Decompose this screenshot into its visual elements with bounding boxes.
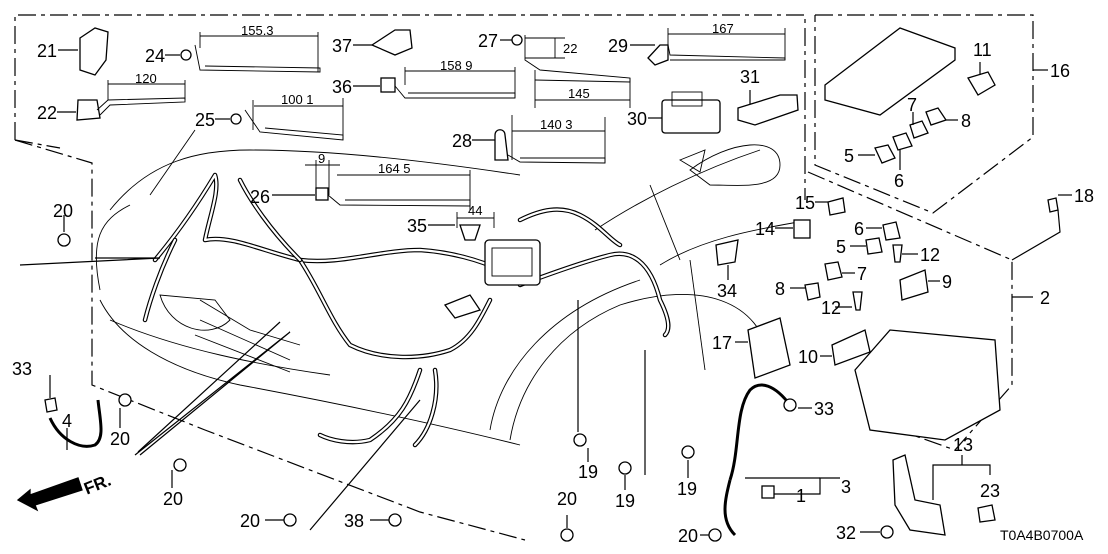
callout-5-fusebox: 5 bbox=[844, 146, 855, 166]
callout-5: 5 bbox=[836, 237, 847, 257]
callout-36: 36 bbox=[332, 77, 353, 97]
dimension-164-5: 164 5 bbox=[378, 161, 411, 176]
callout-21: 21 bbox=[37, 41, 58, 61]
callout-35: 35 bbox=[407, 216, 428, 236]
callout-19-c: 19 bbox=[677, 479, 698, 499]
dimension-167: 167 bbox=[712, 21, 734, 36]
callout-6-fusebox: 6 bbox=[894, 171, 905, 191]
callout-34: 34 bbox=[717, 281, 738, 301]
callout-15: 15 bbox=[795, 193, 816, 213]
diagram-code: T0A4B0700A bbox=[1000, 527, 1084, 543]
callout-11: 11 bbox=[973, 40, 992, 60]
callout-1: 1 bbox=[796, 486, 807, 506]
callout-13: 13 bbox=[953, 435, 974, 455]
callout-22: 22 bbox=[37, 103, 58, 123]
callout-32: 32 bbox=[836, 523, 857, 543]
callout-3: 3 bbox=[841, 477, 852, 497]
harness-group-outline bbox=[14, 14, 806, 541]
callout-33-right: 33 bbox=[814, 399, 835, 419]
callout-14: 14 bbox=[755, 219, 776, 239]
dimension-140-3: 140 3 bbox=[540, 117, 573, 132]
callout-27: 27 bbox=[478, 31, 499, 51]
callout-10: 10 bbox=[798, 347, 819, 367]
callout-33-left: 33 bbox=[12, 359, 33, 379]
dimension-22: 22 bbox=[563, 41, 578, 56]
callout-9: 9 bbox=[942, 272, 953, 292]
leader-lines bbox=[16, 27, 1072, 542]
callout-38: 38 bbox=[344, 511, 365, 531]
dimension-120: 120 bbox=[135, 71, 157, 86]
callout-23: 23 bbox=[980, 481, 1001, 501]
callout-8: 8 bbox=[775, 279, 786, 299]
callout-4: 4 bbox=[62, 411, 73, 431]
callout-26: 26 bbox=[250, 187, 271, 207]
vehicle-body-outline bbox=[95, 144, 811, 446]
dimension-145: 145 bbox=[568, 86, 590, 101]
callout-16: 16 bbox=[1050, 61, 1071, 81]
callout-20-center: 20 bbox=[557, 489, 578, 509]
callout-25: 25 bbox=[195, 110, 216, 130]
callout-12-upper: 12 bbox=[920, 245, 941, 265]
callout-20-left: 20 bbox=[53, 201, 74, 221]
callout-19-a: 19 bbox=[578, 462, 599, 482]
dimension-158-9: 158 9 bbox=[440, 58, 473, 73]
callout-20-lower: 20 bbox=[163, 489, 184, 509]
callout-30: 30 bbox=[627, 109, 648, 129]
callout-19-b: 19 bbox=[615, 491, 636, 511]
callout-20-mid: 20 bbox=[110, 429, 131, 449]
callout-17: 17 bbox=[712, 333, 733, 353]
callout-2: 2 bbox=[1040, 288, 1051, 308]
callout-20-bottom: 20 bbox=[240, 511, 261, 531]
callout-28: 28 bbox=[452, 131, 473, 151]
engine-room-wire-harness bbox=[142, 172, 671, 448]
fuse-box-2-outline bbox=[807, 171, 1061, 451]
callout-29: 29 bbox=[608, 36, 629, 56]
callout-7: 7 bbox=[857, 264, 868, 284]
dimension-9: 9 bbox=[318, 151, 326, 166]
callout-24: 24 bbox=[145, 46, 166, 66]
callout-7-fusebox: 7 bbox=[907, 95, 918, 115]
callout-37: 37 bbox=[332, 36, 353, 56]
dimension-100-1: 100 1 bbox=[281, 92, 314, 107]
callout-12-lower: 12 bbox=[821, 298, 842, 318]
callout-8-fusebox: 8 bbox=[961, 111, 972, 131]
fuse-box-group-outline bbox=[814, 14, 1048, 214]
dimension-44: 44 bbox=[468, 203, 483, 218]
callout-6: 6 bbox=[854, 219, 865, 239]
callout-18: 18 bbox=[1074, 186, 1095, 206]
callout-31: 31 bbox=[740, 67, 761, 87]
dimension-155-3: 155.3 bbox=[241, 23, 274, 38]
callout-20-right: 20 bbox=[678, 526, 699, 546]
